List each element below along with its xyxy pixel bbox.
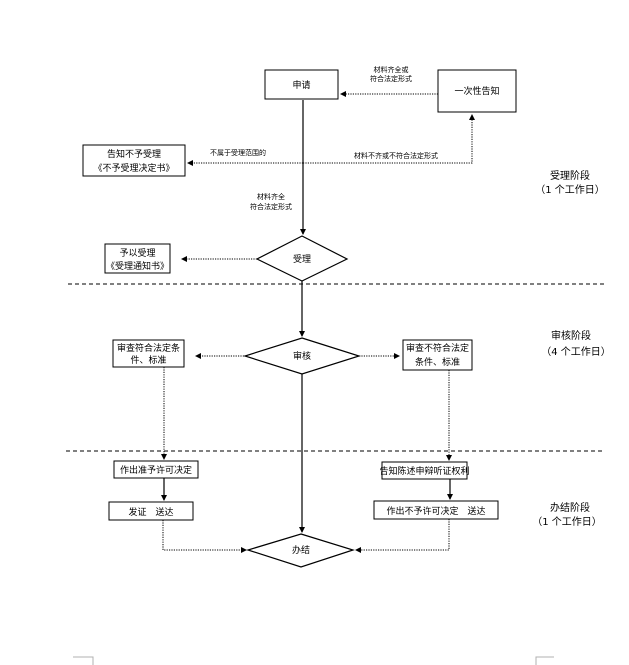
node-accept-notice-line2: 《受理通知书》 (106, 260, 169, 272)
page-corner-mark-left (73, 656, 94, 665)
label-complete-materials-top-1: 材料齐全或 (374, 65, 409, 74)
node-apply-label: 申请 (292, 79, 310, 91)
label-complete-materials-top-2: 符合法定形式 (370, 74, 412, 83)
node-hearing-notice: 告知陈述申辩听证权利 (379, 461, 470, 480)
edge-deny-deliver-to-finish (355, 519, 450, 553)
edge-incomplete-to-notice (303, 114, 475, 164)
node-one-time-notice: 一次性告知 (437, 69, 517, 113)
node-grant-deliver-label: 发证 送达 (128, 506, 173, 518)
page-corner-mark-right (535, 656, 554, 665)
label-complete-materials-mid-1: 材料齐全 (257, 192, 285, 201)
stage-finish-name: 办结阶段 (550, 501, 590, 514)
node-hearing-notice-label: 告知陈述申辩听证权利 (379, 465, 469, 477)
node-apply: 申请 (264, 69, 339, 100)
edge-grant-deliver-to-finish (162, 520, 247, 553)
node-deny-deliver: 作出不予许可决定 送达 (373, 500, 499, 520)
node-review-fail-line1: 审查不符合法定 (406, 342, 469, 354)
node-review-pass: 审查符合法定条 件、标准 (112, 339, 185, 368)
node-review-decision-label: 审核 (293, 350, 311, 362)
node-review-pass-line2: 件、标准 (130, 354, 166, 366)
node-grant-deliver: 发证 送达 (108, 501, 194, 521)
node-finish-label: 办结 (292, 544, 310, 556)
stage-accept: 受理阶段 （1 个工作日） (535, 169, 605, 196)
node-accept-notice-line1: 予以受理 (119, 247, 155, 259)
node-accept-decision: 受理 (255, 235, 349, 282)
node-finish: 办结 (245, 533, 355, 568)
label-complete-materials-mid-2: 符合法定形式 (250, 202, 292, 211)
stage-accept-duration: （1 个工作日） (535, 184, 605, 196)
node-grant-decision: 作出准予许可决定 (113, 460, 199, 479)
node-accept-notice: 予以受理 《受理通知书》 (104, 243, 171, 274)
node-reject-notice-line2: 《不予受理决定书》 (93, 162, 174, 174)
stage-review-duration: （4 个工作日） (541, 346, 611, 358)
node-review-fail-line2: 条件、标准 (415, 356, 460, 368)
label-incomplete-materials: 材料不齐或不符合法定形式 (354, 151, 438, 160)
stage-accept-name: 受理阶段 (550, 169, 590, 182)
node-review-decision: 审核 (243, 337, 361, 375)
node-one-time-notice-label: 一次性告知 (454, 85, 499, 97)
node-deny-deliver-label: 作出不予许可决定 送达 (386, 505, 485, 517)
node-grant-decision-label: 作出准予许可决定 (120, 464, 192, 476)
node-reject-notice-line1: 告知不予受理 (107, 148, 161, 160)
stage-review: 审核阶段 （4 个工作日） (541, 329, 611, 358)
label-out-of-scope: 不属于受理范围的 (210, 148, 266, 157)
node-review-fail: 审查不符合法定 条件、标准 (402, 339, 473, 371)
node-review-pass-line1: 审查符合法定条 (117, 342, 180, 354)
stage-finish: 办结阶段 （1 个工作日） (532, 501, 602, 528)
stage-review-name: 审核阶段 (551, 329, 591, 342)
node-reject-notice: 告知不予受理 《不予受理决定书》 (82, 144, 186, 177)
node-accept-decision-label: 受理 (293, 253, 311, 265)
stage-finish-duration: （1 个工作日） (532, 516, 602, 528)
